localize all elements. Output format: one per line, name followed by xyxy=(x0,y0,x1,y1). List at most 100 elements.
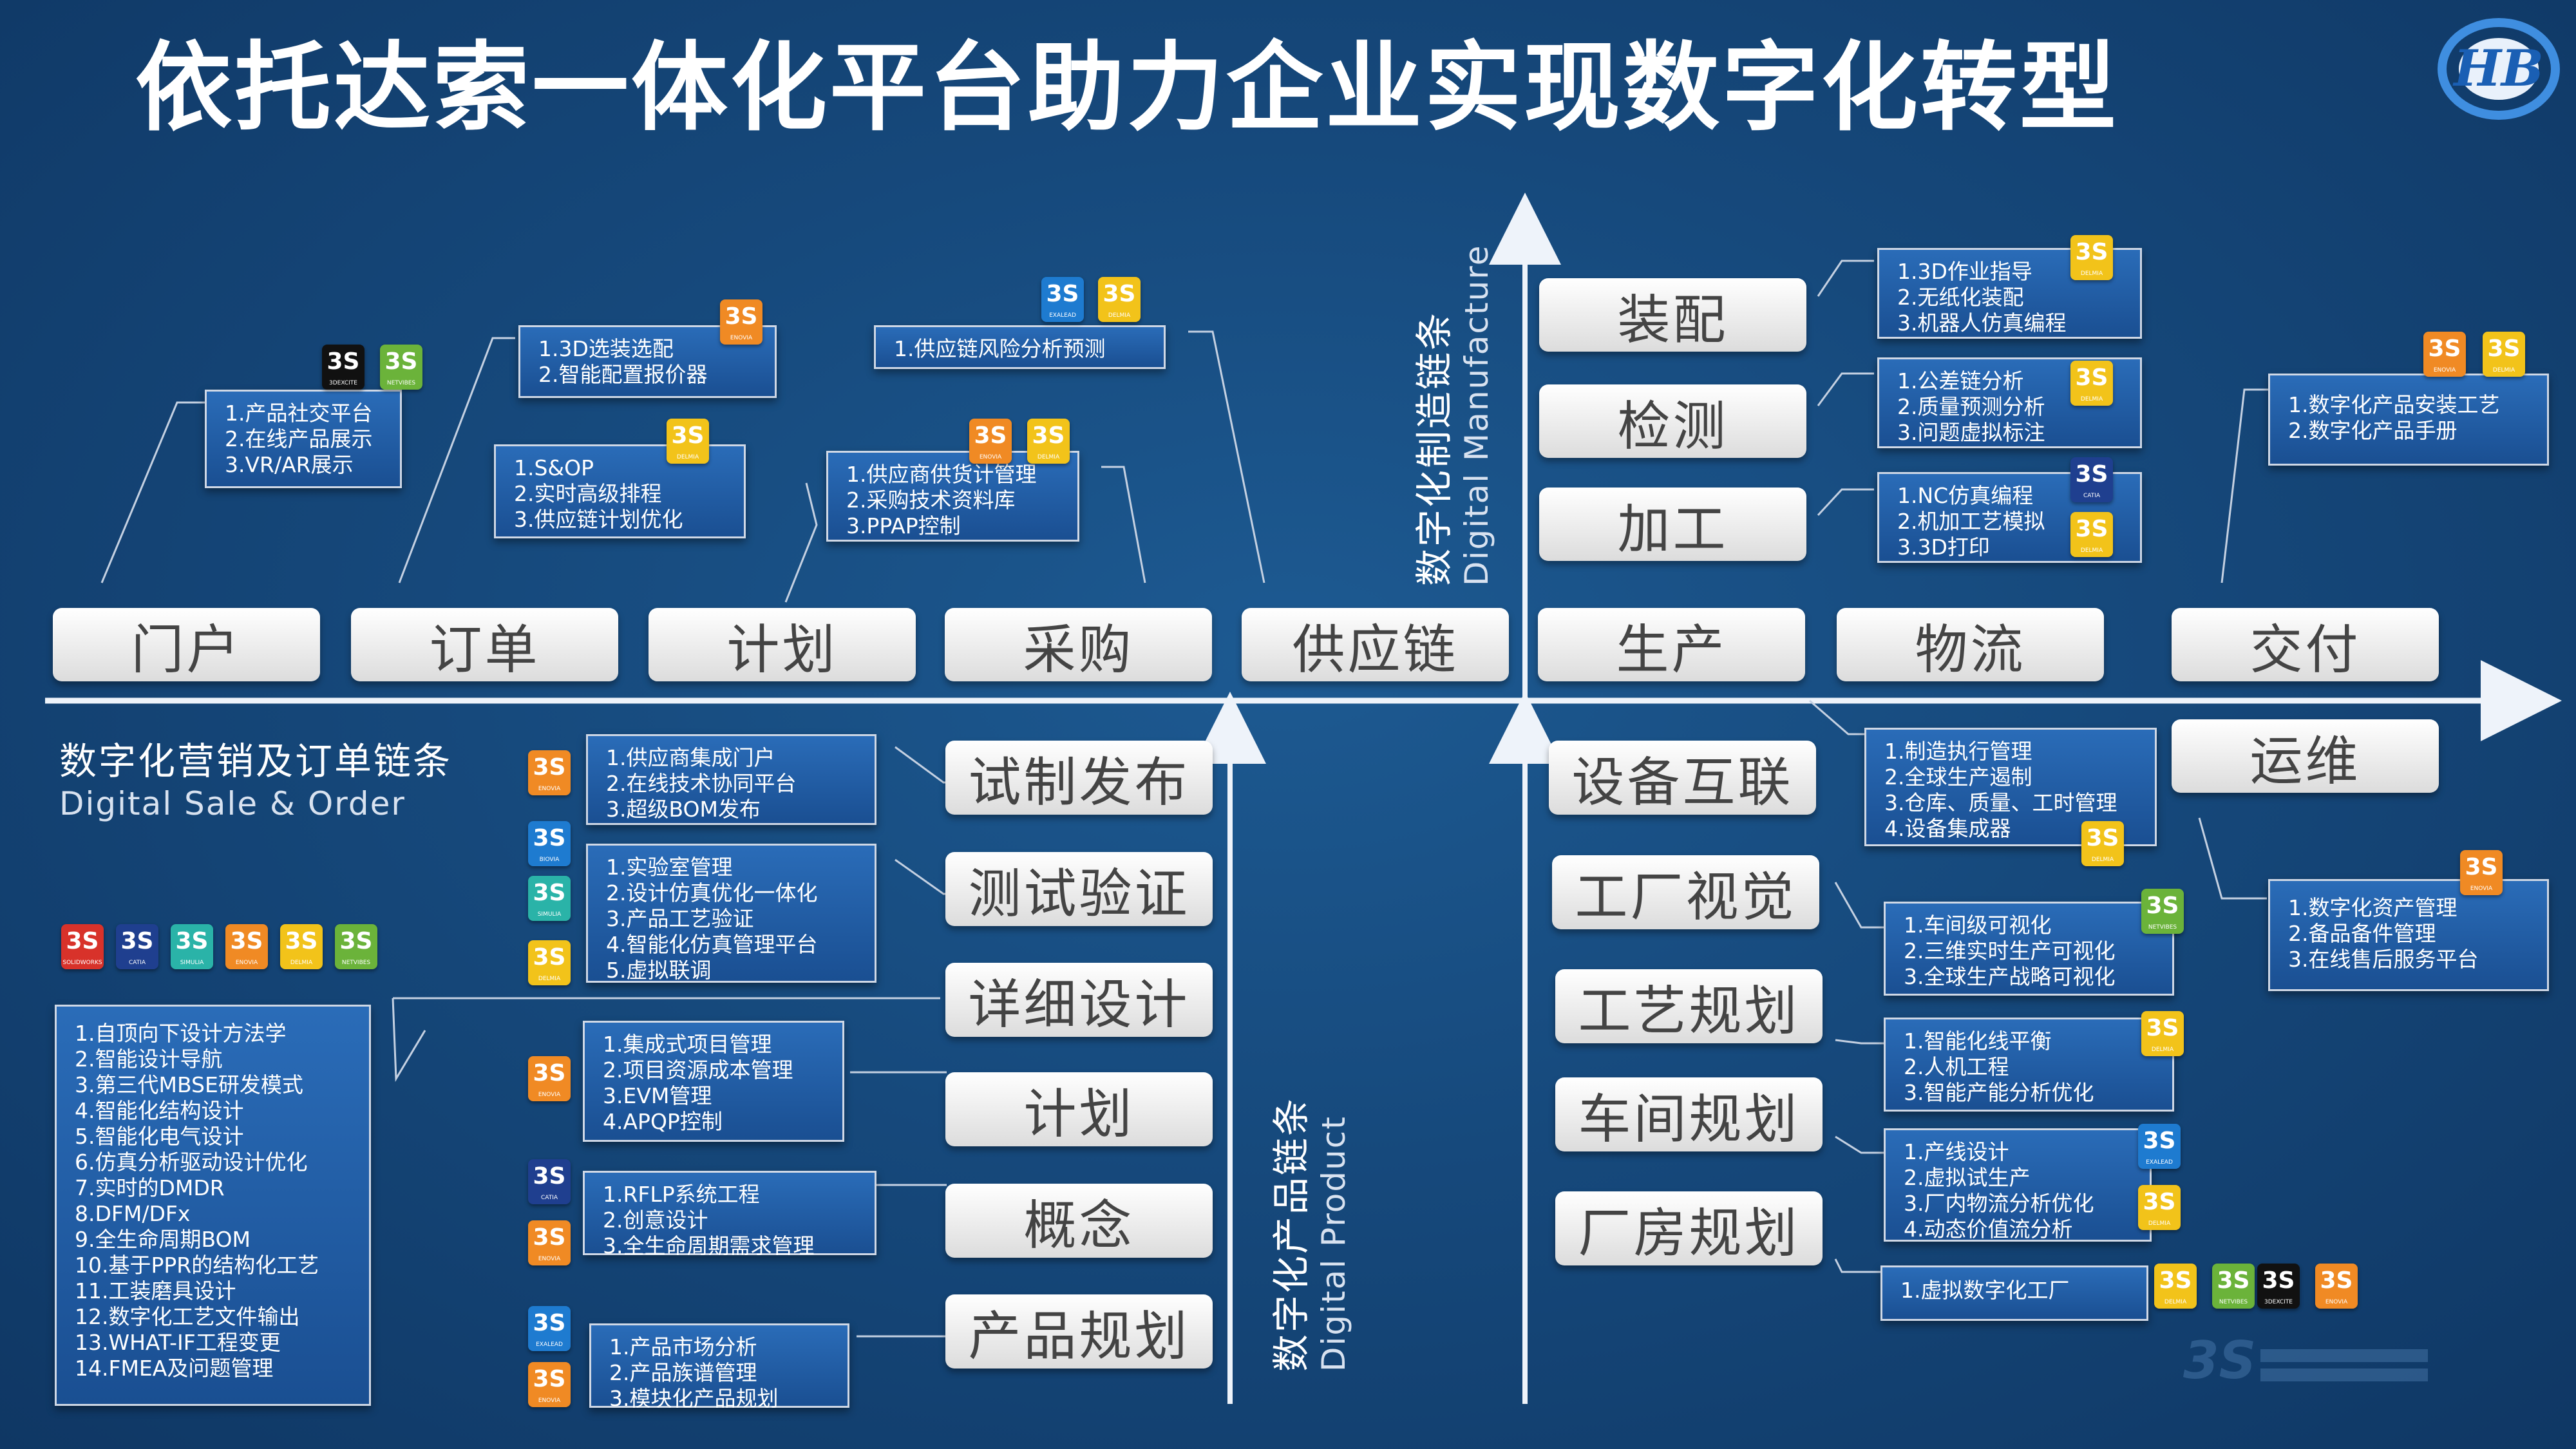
box-line: 2.机加工艺模拟 xyxy=(1897,509,2045,534)
brand-glyph: 3S xyxy=(2143,1128,2176,1154)
brand-glyph: 3S xyxy=(533,944,566,971)
brand-name: DELMIA xyxy=(290,960,313,966)
box-product-planning: 1.产品市场分析 2.产品族谱管理 3.模块化产品规划 xyxy=(589,1323,849,1411)
pill-workshop-planning[interactable]: 车间规划 xyxy=(1555,1077,1823,1151)
box-test-verify: 1.实验室管理 2.设计仿真优化一体化 3.产品工艺验证 4.智能化仿真管理平台… xyxy=(586,844,876,983)
brand-glyph: 3S xyxy=(285,928,318,954)
box-line: 1.供应链风险分析预测 xyxy=(894,336,1106,361)
pill-portal[interactable]: 门户 xyxy=(53,608,320,681)
brand-name: DELMIA xyxy=(2080,396,2103,402)
pill-delivery[interactable]: 交付 xyxy=(2172,608,2439,681)
pill-supply-chain[interactable]: 供应链 xyxy=(1242,608,1509,681)
brand-name: CATIA xyxy=(2083,493,2101,499)
box-line: 1.产品市场分析 xyxy=(609,1334,757,1359)
brand-name: 3DEXCITE xyxy=(2264,1299,2293,1305)
brand-glyph: 3S xyxy=(2143,1189,2176,1215)
brand-glyph: 3S xyxy=(66,928,99,954)
brand-glyph: 3S xyxy=(974,422,1007,449)
pill-inspection[interactable]: 检测 xyxy=(1539,384,1806,458)
box-process-planning: 1.智能化线平衡 2.人机工程 3.智能产能分析优化 xyxy=(1884,1018,2174,1112)
brand-glyph: 3S xyxy=(1103,281,1136,307)
box-line: 2.实时高级排程 xyxy=(514,481,662,506)
brand-glyph: 3S xyxy=(1046,281,1079,307)
pill-factory-vision[interactable]: 工厂视觉 xyxy=(1552,855,1819,929)
pill-device-iot[interactable]: 设备互联 xyxy=(1549,741,1816,815)
brand-glyph: 3S xyxy=(533,1224,566,1251)
pill-logistics[interactable]: 物流 xyxy=(1837,608,2104,681)
pill-trial-release[interactable]: 试制发布 xyxy=(945,741,1213,815)
box-line: 1.集成式项目管理 xyxy=(603,1032,772,1057)
box-operations: 1.数字化资产管理 2.备品备件管理 3.在线售后服务平台 xyxy=(2268,879,2549,991)
brand-name: EXALEAD xyxy=(1049,312,1076,319)
pill-production[interactable]: 生产 xyxy=(1538,608,1805,681)
box-line: 14.FMEA及问题管理 xyxy=(75,1356,274,1381)
brand-name: SIMULIA xyxy=(180,960,204,966)
pill-machining[interactable]: 加工 xyxy=(1539,488,1806,561)
brand-glyph: 3S xyxy=(2146,1015,2179,1041)
brand-glyph: 3S xyxy=(2320,1267,2353,1294)
exalead-brand-icon: 3S EXALEAD xyxy=(1041,277,1084,322)
box-line: 2.质量预测分析 xyxy=(1897,394,2045,419)
box-line: 1.车间级可视化 xyxy=(1904,913,2052,938)
box-line: 1.智能化线平衡 xyxy=(1904,1028,2052,1054)
box-line: 3.问题虚拟标注 xyxy=(1897,420,2045,445)
box-line: 6.仿真分析驱动设计优化 xyxy=(75,1150,308,1175)
hb-logo-icon: HB xyxy=(2438,16,2560,122)
brand-name: DELMIA xyxy=(2080,270,2103,277)
brand-glyph: 3S xyxy=(533,754,566,781)
box-line: 1.3D作业指导 xyxy=(1897,259,2032,284)
marketing-chain-cn: 数字化营销及订单链条 xyxy=(59,739,453,783)
brand-glyph: 3S xyxy=(175,928,209,954)
pill-order[interactable]: 订单 xyxy=(351,608,618,681)
box-plan: 1.S&OP 2.实时高级排程 3.供应链计划优化 xyxy=(494,444,746,538)
box-line: 3.VR/AR展示 xyxy=(225,452,354,477)
pill-plant-planning[interactable]: 厂房规划 xyxy=(1555,1191,1823,1265)
pill-detailed-design[interactable]: 详细设计 xyxy=(945,963,1213,1037)
pill-purchase[interactable]: 采购 xyxy=(945,608,1212,681)
box-line: 4.智能化仿真管理平台 xyxy=(606,932,818,957)
box-line: 2.无纸化装配 xyxy=(1897,285,2024,310)
pill-test-verify[interactable]: 测试验证 xyxy=(945,852,1213,926)
box-line: 3.厂内物流分析优化 xyxy=(1904,1191,2094,1216)
pill-process-planning[interactable]: 工艺规划 xyxy=(1555,969,1823,1043)
box-portal: 1.产品社交平台 2.在线产品展示 3.VR/AR展示 xyxy=(205,390,402,488)
brand-name: ENOVIA xyxy=(2470,886,2493,892)
box-line: 3.PPAP控制 xyxy=(846,513,961,538)
box-line: 3.模块化产品规划 xyxy=(609,1386,779,1411)
box-line: 1.供应商集成门户 xyxy=(606,745,775,770)
pill-product-plan-stage[interactable]: 计划 xyxy=(945,1072,1213,1146)
manufacture-chain-en: Digital Manufacture xyxy=(1458,244,1495,586)
box-delivery: 1.数字化产品安装工艺 2.数字化产品手册 xyxy=(2268,374,2549,466)
svg-text:HB: HB xyxy=(2452,39,2544,98)
brand-glyph: 3S xyxy=(2075,461,2108,488)
pill-operations[interactable]: 运维 xyxy=(2172,719,2439,793)
box-line: 1.实验室管理 xyxy=(606,855,733,880)
pill-assembly[interactable]: 装配 xyxy=(1539,278,1806,352)
box-line: 1.公差链分析 xyxy=(1897,368,2024,393)
pill-product-planning[interactable]: 产品规划 xyxy=(945,1294,1213,1368)
box-line: 10.基于PPR的结构化工艺 xyxy=(75,1253,319,1278)
brand-glyph: 3S xyxy=(533,825,566,851)
box-line: 8.DFM/DFx xyxy=(75,1201,191,1226)
pill-plan[interactable]: 计划 xyxy=(649,608,916,681)
brand-glyph: 3S xyxy=(2465,854,2498,880)
brand-name: NETVIBES xyxy=(2148,924,2177,931)
pill-concept[interactable]: 概念 xyxy=(945,1184,1213,1258)
brand-name: DELMIA xyxy=(2164,1299,2187,1305)
